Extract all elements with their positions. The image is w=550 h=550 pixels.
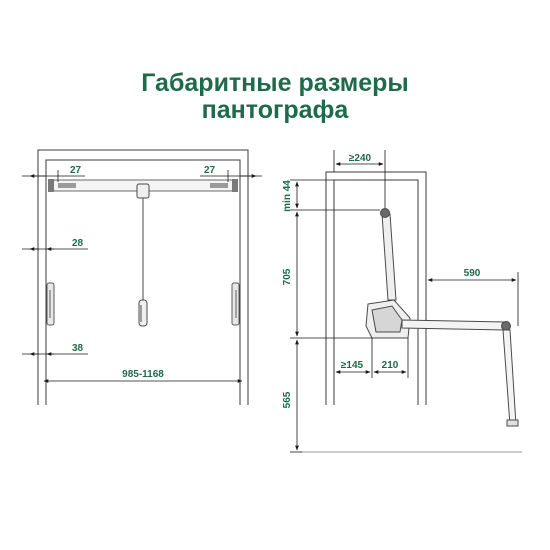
dim-offset-right-label: 210 bbox=[382, 360, 399, 371]
diagram-title: Габаритные размеры пантографа bbox=[0, 70, 550, 124]
dim-height-upper-label: 705 bbox=[282, 268, 293, 285]
side-view: ≥240 min 44 705 590 ≥145 210 bbox=[282, 150, 522, 453]
dim-min-top-label: min 44 bbox=[282, 180, 293, 212]
dim-offsets bbox=[335, 338, 409, 378]
dim-left-bottom-label: 38 bbox=[72, 343, 84, 354]
dim-left-top-label: 27 bbox=[70, 165, 82, 176]
side-mechanism bbox=[365, 208, 411, 339]
front-side-mounts bbox=[46, 282, 240, 326]
dim-min-top bbox=[290, 179, 380, 211]
dim-left-mid-label: 28 bbox=[72, 238, 84, 249]
front-view: 27 27 28 38 985-1168 bbox=[22, 149, 262, 405]
dim-height-upper bbox=[290, 211, 372, 339]
front-handle bbox=[136, 183, 150, 327]
dim-depth-top bbox=[333, 150, 386, 208]
side-extended-arm bbox=[401, 319, 519, 427]
dim-width-label: 985-1168 bbox=[122, 369, 164, 380]
dim-right-top-label: 27 bbox=[204, 165, 216, 176]
dim-offset-left-label: ≥145 bbox=[341, 360, 364, 371]
dim-right-top bbox=[200, 170, 262, 182]
dim-depth-top-label: ≥240 bbox=[349, 153, 372, 164]
title-line-1: Габаритные размеры bbox=[141, 69, 409, 97]
dim-reach bbox=[427, 272, 519, 326]
front-cabinet-outline bbox=[37, 149, 249, 405]
dim-height-lower-label: 565 bbox=[282, 391, 293, 408]
title-line-2: пантографа bbox=[201, 96, 349, 124]
dim-height-lower bbox=[290, 339, 302, 453]
dim-reach-label: 590 bbox=[464, 268, 481, 279]
side-cabinet-outline bbox=[300, 171, 522, 453]
dim-left-top bbox=[22, 170, 85, 182]
